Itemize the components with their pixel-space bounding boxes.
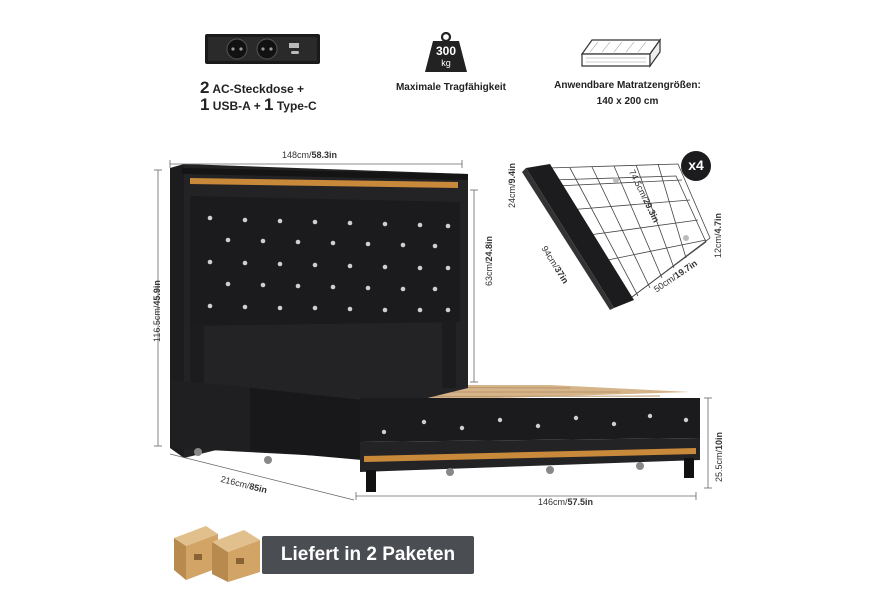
footboard-height-label: 25.5cm/10in	[714, 431, 724, 482]
drawer-front-height-label: 24cm/9.4in	[507, 162, 517, 208]
headboard-width-label: 148cm/58.3in	[282, 150, 338, 160]
mattress-size: 140 x 200 cm	[596, 96, 659, 107]
weight-unit: kg	[441, 58, 451, 68]
drawer-quantity-badge: x4	[688, 157, 704, 173]
weight-number: 300	[435, 44, 457, 58]
mattress-icon	[580, 38, 662, 70]
drawer-illustration: x4	[510, 150, 725, 310]
cardboard-boxes-icon	[172, 520, 264, 582]
headboard-height-label: 63cm/24.8in	[484, 235, 494, 286]
power-outlet-strip-icon	[205, 34, 320, 64]
capacity-label: Maximale Tragfähigkeit	[395, 82, 507, 93]
outlet-description: 2 AC-Steckdose + 1 USB-A + 1 Type-C	[200, 78, 317, 114]
footboard-width-label: 146cm/57.5in	[538, 497, 594, 507]
weight-icon: 300 kg	[424, 31, 468, 72]
mattress-label: Anwendbare Matratzengrößen:	[554, 80, 701, 91]
total-height-label: 116.5cm/45.9in	[152, 280, 162, 342]
drawer-depth-label: 12cm/4.7in	[713, 212, 723, 258]
bed-illustration	[150, 160, 710, 500]
dimension-lines	[140, 150, 730, 510]
shipping-banner: Liefert in 2 Paketen	[262, 536, 474, 574]
